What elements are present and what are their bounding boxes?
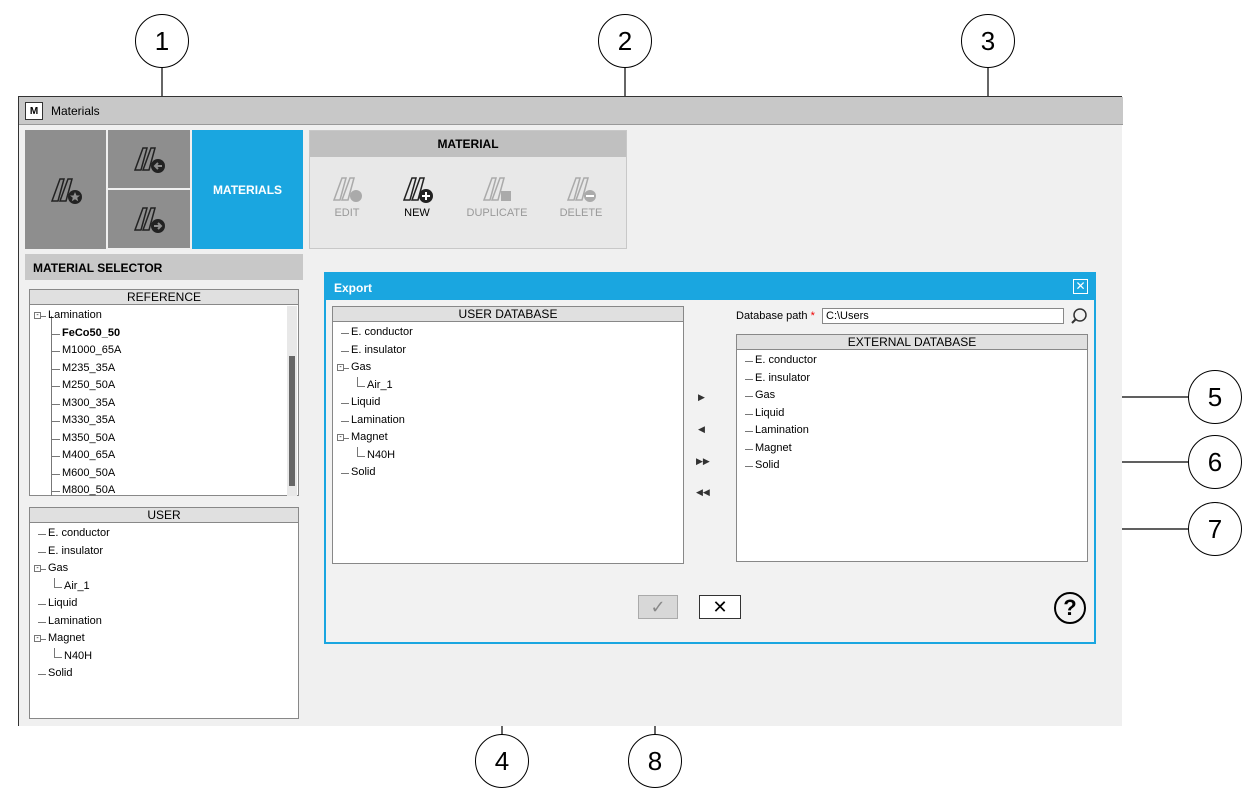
material-toolbar-group: MATERIAL EDIT NEW DUPLICATE DELETE [309, 130, 627, 249]
export-material-button[interactable] [108, 190, 190, 248]
material-edit-icon [332, 177, 362, 202]
reference-tree-panel: REFERENCE -Lamination FeCo50_50 M1000_65… [29, 289, 299, 496]
ok-button[interactable]: ✓ [638, 595, 678, 619]
tree-item[interactable]: E. conductor [741, 352, 1087, 370]
export-dialog: Export ✕ USER DATABASE E. conductor E. i… [324, 272, 1096, 644]
scrollbar-thumb[interactable] [289, 356, 295, 486]
tree-item[interactable]: Solid [34, 665, 298, 683]
material-selector-title: MATERIAL SELECTOR [25, 254, 303, 280]
user-tree-panel: USER E. conductor E. insulator -Gas Air_… [29, 507, 299, 719]
material-duplicate-icon [482, 177, 511, 201]
callout-5: 5 [1188, 370, 1242, 424]
reference-header: REFERENCE [30, 290, 298, 305]
user-header: USER [30, 508, 298, 523]
materials-tab[interactable]: MATERIALS [192, 130, 303, 249]
tree-item[interactable]: Liquid [337, 394, 683, 412]
dialog-close-button[interactable]: ✕ [1073, 279, 1088, 294]
browse-search-icon[interactable] [1070, 307, 1088, 325]
callout-8: 8 [628, 734, 682, 788]
callout-1: 1 [135, 14, 189, 68]
dialog-title: Export [326, 274, 1094, 300]
callout-7: 7 [1188, 502, 1242, 556]
tree-item[interactable]: Lamination [741, 422, 1087, 440]
tree-item[interactable]: Liquid [34, 595, 298, 613]
tree-item[interactable]: Air_1 [337, 376, 683, 395]
external-database-panel: EXTERNAL DATABASE E. conductor E. insula… [736, 334, 1088, 562]
callout-6: 6 [1188, 435, 1242, 489]
database-path-label: Database path * [736, 310, 815, 322]
tree-item[interactable]: E. conductor [337, 324, 683, 342]
callout-3: 3 [961, 14, 1015, 68]
delete-label: DELETE [559, 207, 603, 219]
tree-item[interactable]: M800_50A [34, 482, 298, 500]
reference-materials-button[interactable] [25, 130, 106, 249]
tree-item[interactable]: FeCo50_50 [34, 325, 298, 343]
materials-window: M Materials MATERIALS MATERIAL EDIT NEW … [18, 96, 1123, 726]
app-logo-icon: M [25, 102, 43, 120]
edit-label: EDIT [334, 207, 360, 219]
duplicate-button[interactable]: DUPLICATE [462, 171, 532, 219]
tree-item[interactable]: N40H [34, 647, 298, 666]
new-label: NEW [404, 207, 430, 219]
tree-item[interactable]: M400_65A [34, 447, 298, 465]
tree-item[interactable]: Magnet [741, 440, 1087, 458]
move-all-left-button[interactable]: ◀◀ [696, 487, 710, 497]
move-right-button[interactable]: ▶ [698, 392, 705, 402]
duplicate-label: DUPLICATE [466, 207, 528, 219]
external-database-tree: E. conductor E. insulator Gas Liquid Lam… [737, 350, 1087, 475]
material-new-icon [402, 177, 433, 203]
tree-item[interactable]: Lamination [337, 412, 683, 430]
callout-4: 4 [475, 734, 529, 788]
database-path-input[interactable]: C:\Users [822, 308, 1064, 324]
tree-node-gas[interactable]: -Gas [34, 560, 298, 578]
user-tree: E. conductor E. insulator -Gas Air_1 Liq… [30, 523, 298, 683]
move-all-right-button[interactable]: ▶▶ [696, 456, 710, 466]
delete-button[interactable]: DELETE [546, 171, 616, 219]
tree-node-magnet[interactable]: -Magnet [337, 429, 683, 447]
reference-tree: -Lamination FeCo50_50 M1000_65A M235_35A… [30, 305, 298, 500]
user-database-header: USER DATABASE [333, 307, 683, 322]
user-database-tree: E. conductor E. insulator -Gas Air_1 Liq… [333, 322, 683, 482]
tree-item[interactable]: Gas [741, 387, 1087, 405]
tree-item[interactable]: M300_35A [34, 395, 298, 413]
tree-node-lamination[interactable]: -Lamination [34, 307, 298, 325]
title-bar: M Materials [19, 97, 1123, 125]
user-database-panel: USER DATABASE E. conductor E. insulator … [332, 306, 684, 564]
window-title: Materials [51, 104, 100, 118]
help-icon[interactable]: ? [1054, 592, 1086, 624]
material-export-icon [133, 207, 165, 233]
tree-item[interactable]: N40H [337, 446, 683, 465]
tree-item[interactable]: Solid [337, 464, 683, 482]
material-import-icon [133, 147, 165, 173]
tree-item[interactable]: Lamination [34, 613, 298, 631]
tree-node-gas[interactable]: -Gas [337, 359, 683, 377]
tree-item[interactable]: E. insulator [741, 370, 1087, 388]
tree-item[interactable]: M1000_65A [34, 342, 298, 360]
material-delete-icon [566, 177, 596, 202]
tree-item[interactable]: E. insulator [337, 342, 683, 360]
tree-item[interactable]: Air_1 [34, 577, 298, 596]
tree-item[interactable]: M250_50A [34, 377, 298, 395]
material-group-title: MATERIAL [310, 131, 626, 157]
edit-button[interactable]: EDIT [312, 171, 382, 219]
import-material-button[interactable] [108, 130, 190, 188]
move-left-button[interactable]: ◀ [698, 424, 705, 434]
tree-item[interactable]: E. conductor [34, 525, 298, 543]
new-button[interactable]: NEW [382, 171, 452, 219]
cancel-button[interactable]: ✕ [699, 595, 741, 619]
tree-item[interactable]: M330_35A [34, 412, 298, 430]
tree-item[interactable]: M235_35A [34, 360, 298, 378]
tree-node-magnet[interactable]: -Magnet [34, 630, 298, 648]
tree-item[interactable]: Liquid [741, 405, 1087, 423]
tree-item[interactable]: Solid [741, 457, 1087, 475]
callout-2: 2 [598, 14, 652, 68]
external-database-header: EXTERNAL DATABASE [737, 335, 1087, 350]
reference-scrollbar[interactable] [287, 306, 297, 496]
tree-item[interactable]: E. insulator [34, 543, 298, 561]
tree-item[interactable]: M350_50A [34, 430, 298, 448]
material-star-icon [50, 177, 82, 204]
tree-item[interactable]: M600_50A [34, 465, 298, 483]
